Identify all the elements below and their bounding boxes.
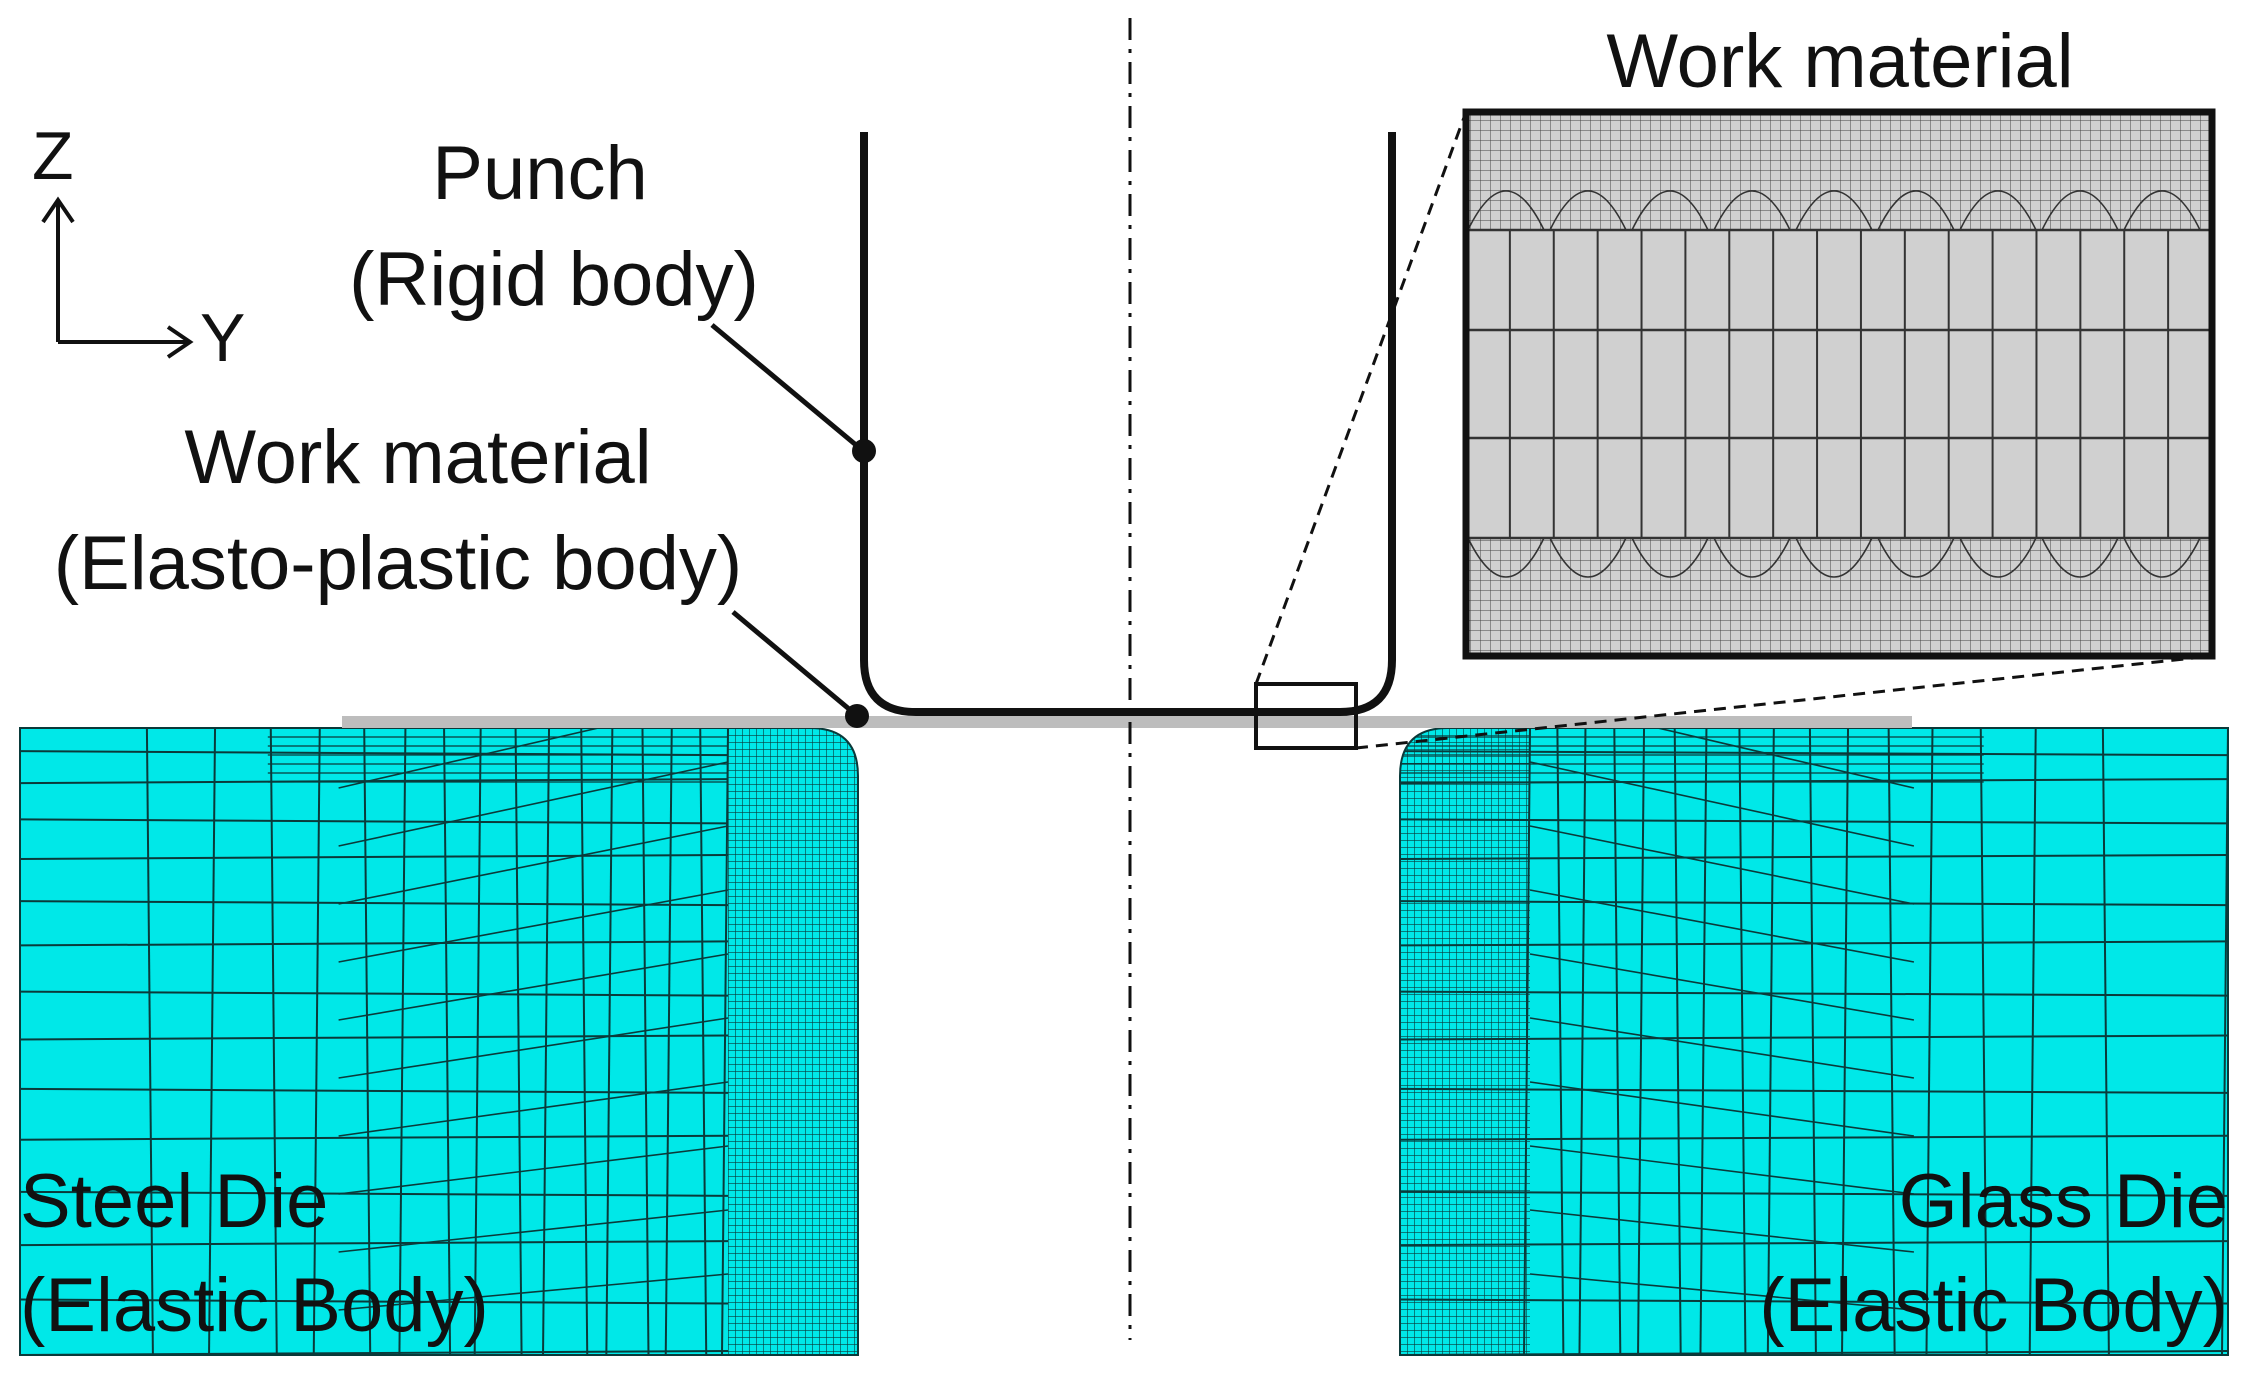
- zoom-box: [1254, 682, 1358, 750]
- glass-die: [1399, 727, 2229, 1356]
- work-material-sheet: [342, 716, 1912, 728]
- punch-leader-line: [710, 323, 864, 452]
- inset-mesh-view: [1462, 108, 2216, 660]
- glass-die-title: Glass Die: [1898, 1159, 2228, 1244]
- steel-die-subtitle: (Elastic Body): [20, 1263, 489, 1348]
- zoom-line-bottom: [1355, 654, 2213, 750]
- work-leader-dot: [845, 704, 869, 728]
- y-arrow-icon: [166, 325, 194, 359]
- z-arrow-icon: [41, 196, 75, 224]
- steel-die: [19, 727, 859, 1356]
- inset-title: Work material: [1606, 19, 2074, 104]
- work-leader-line: [731, 610, 857, 716]
- axis-z-label: Z: [32, 118, 74, 194]
- zoom-line-top: [1254, 111, 1468, 685]
- punch-leader-dot: [852, 439, 876, 463]
- punch-subtitle: (Rigid body): [349, 237, 759, 322]
- glass-die-subtitle: (Elastic Body): [1759, 1263, 2228, 1348]
- steel-die-title: Steel Die: [20, 1159, 329, 1244]
- work-material-title: Work material: [184, 415, 652, 500]
- axis-triad: [41, 196, 194, 359]
- work-material-subtitle: (Elasto-plastic body): [53, 521, 743, 606]
- axis-y-label: Y: [200, 300, 246, 376]
- punch-outline: [860, 132, 1396, 716]
- punch-title: Punch: [432, 131, 648, 216]
